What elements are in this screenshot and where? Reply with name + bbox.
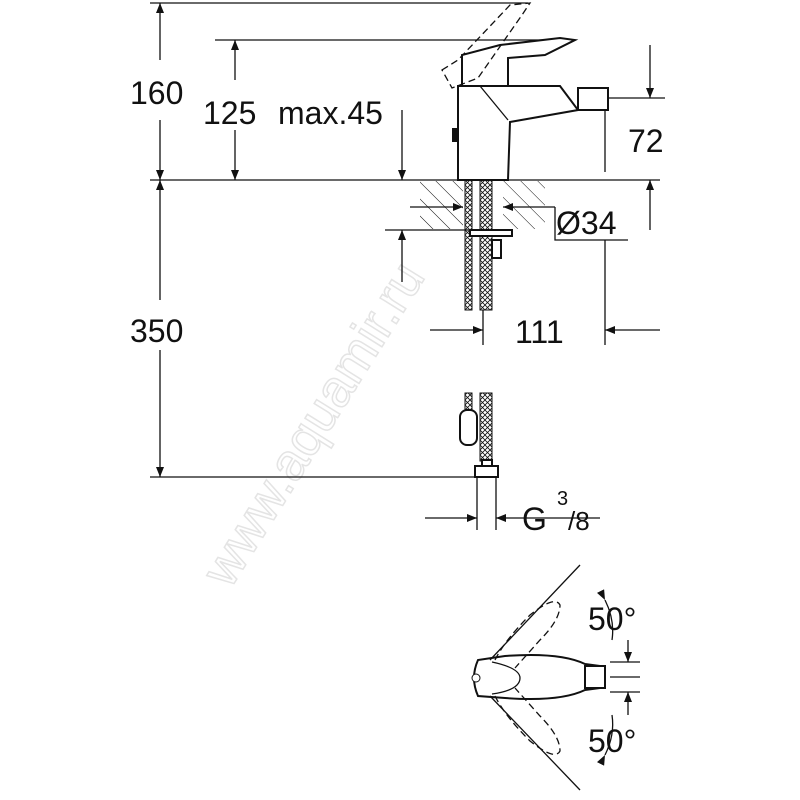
supply-hoses [459,179,513,530]
dimension-label-160: 160 [130,75,183,111]
thread-label-slash: /8 [568,506,590,536]
watermark: www.aquamir.ru [190,252,436,597]
dimension-label-diameter: Ø34 [556,205,616,241]
mixer-body [441,2,609,181]
angle-label-lower: 50° [588,723,636,759]
dimension-111 [430,240,660,345]
dimension-label-125: 125 [203,95,256,131]
top-view-lever [471,564,640,791]
dimension-label-max45: max.45 [278,95,383,131]
angle-label-upper: 50° [588,601,636,637]
dimension-diameter-34 [410,203,628,241]
dimension-label-350: 350 [130,313,183,349]
dimension-label-111: 111 [515,314,564,350]
thread-label-g: G [522,501,547,537]
dimension-label-72: 72 [628,123,664,159]
thread-label-numerator: 3 [557,488,568,510]
